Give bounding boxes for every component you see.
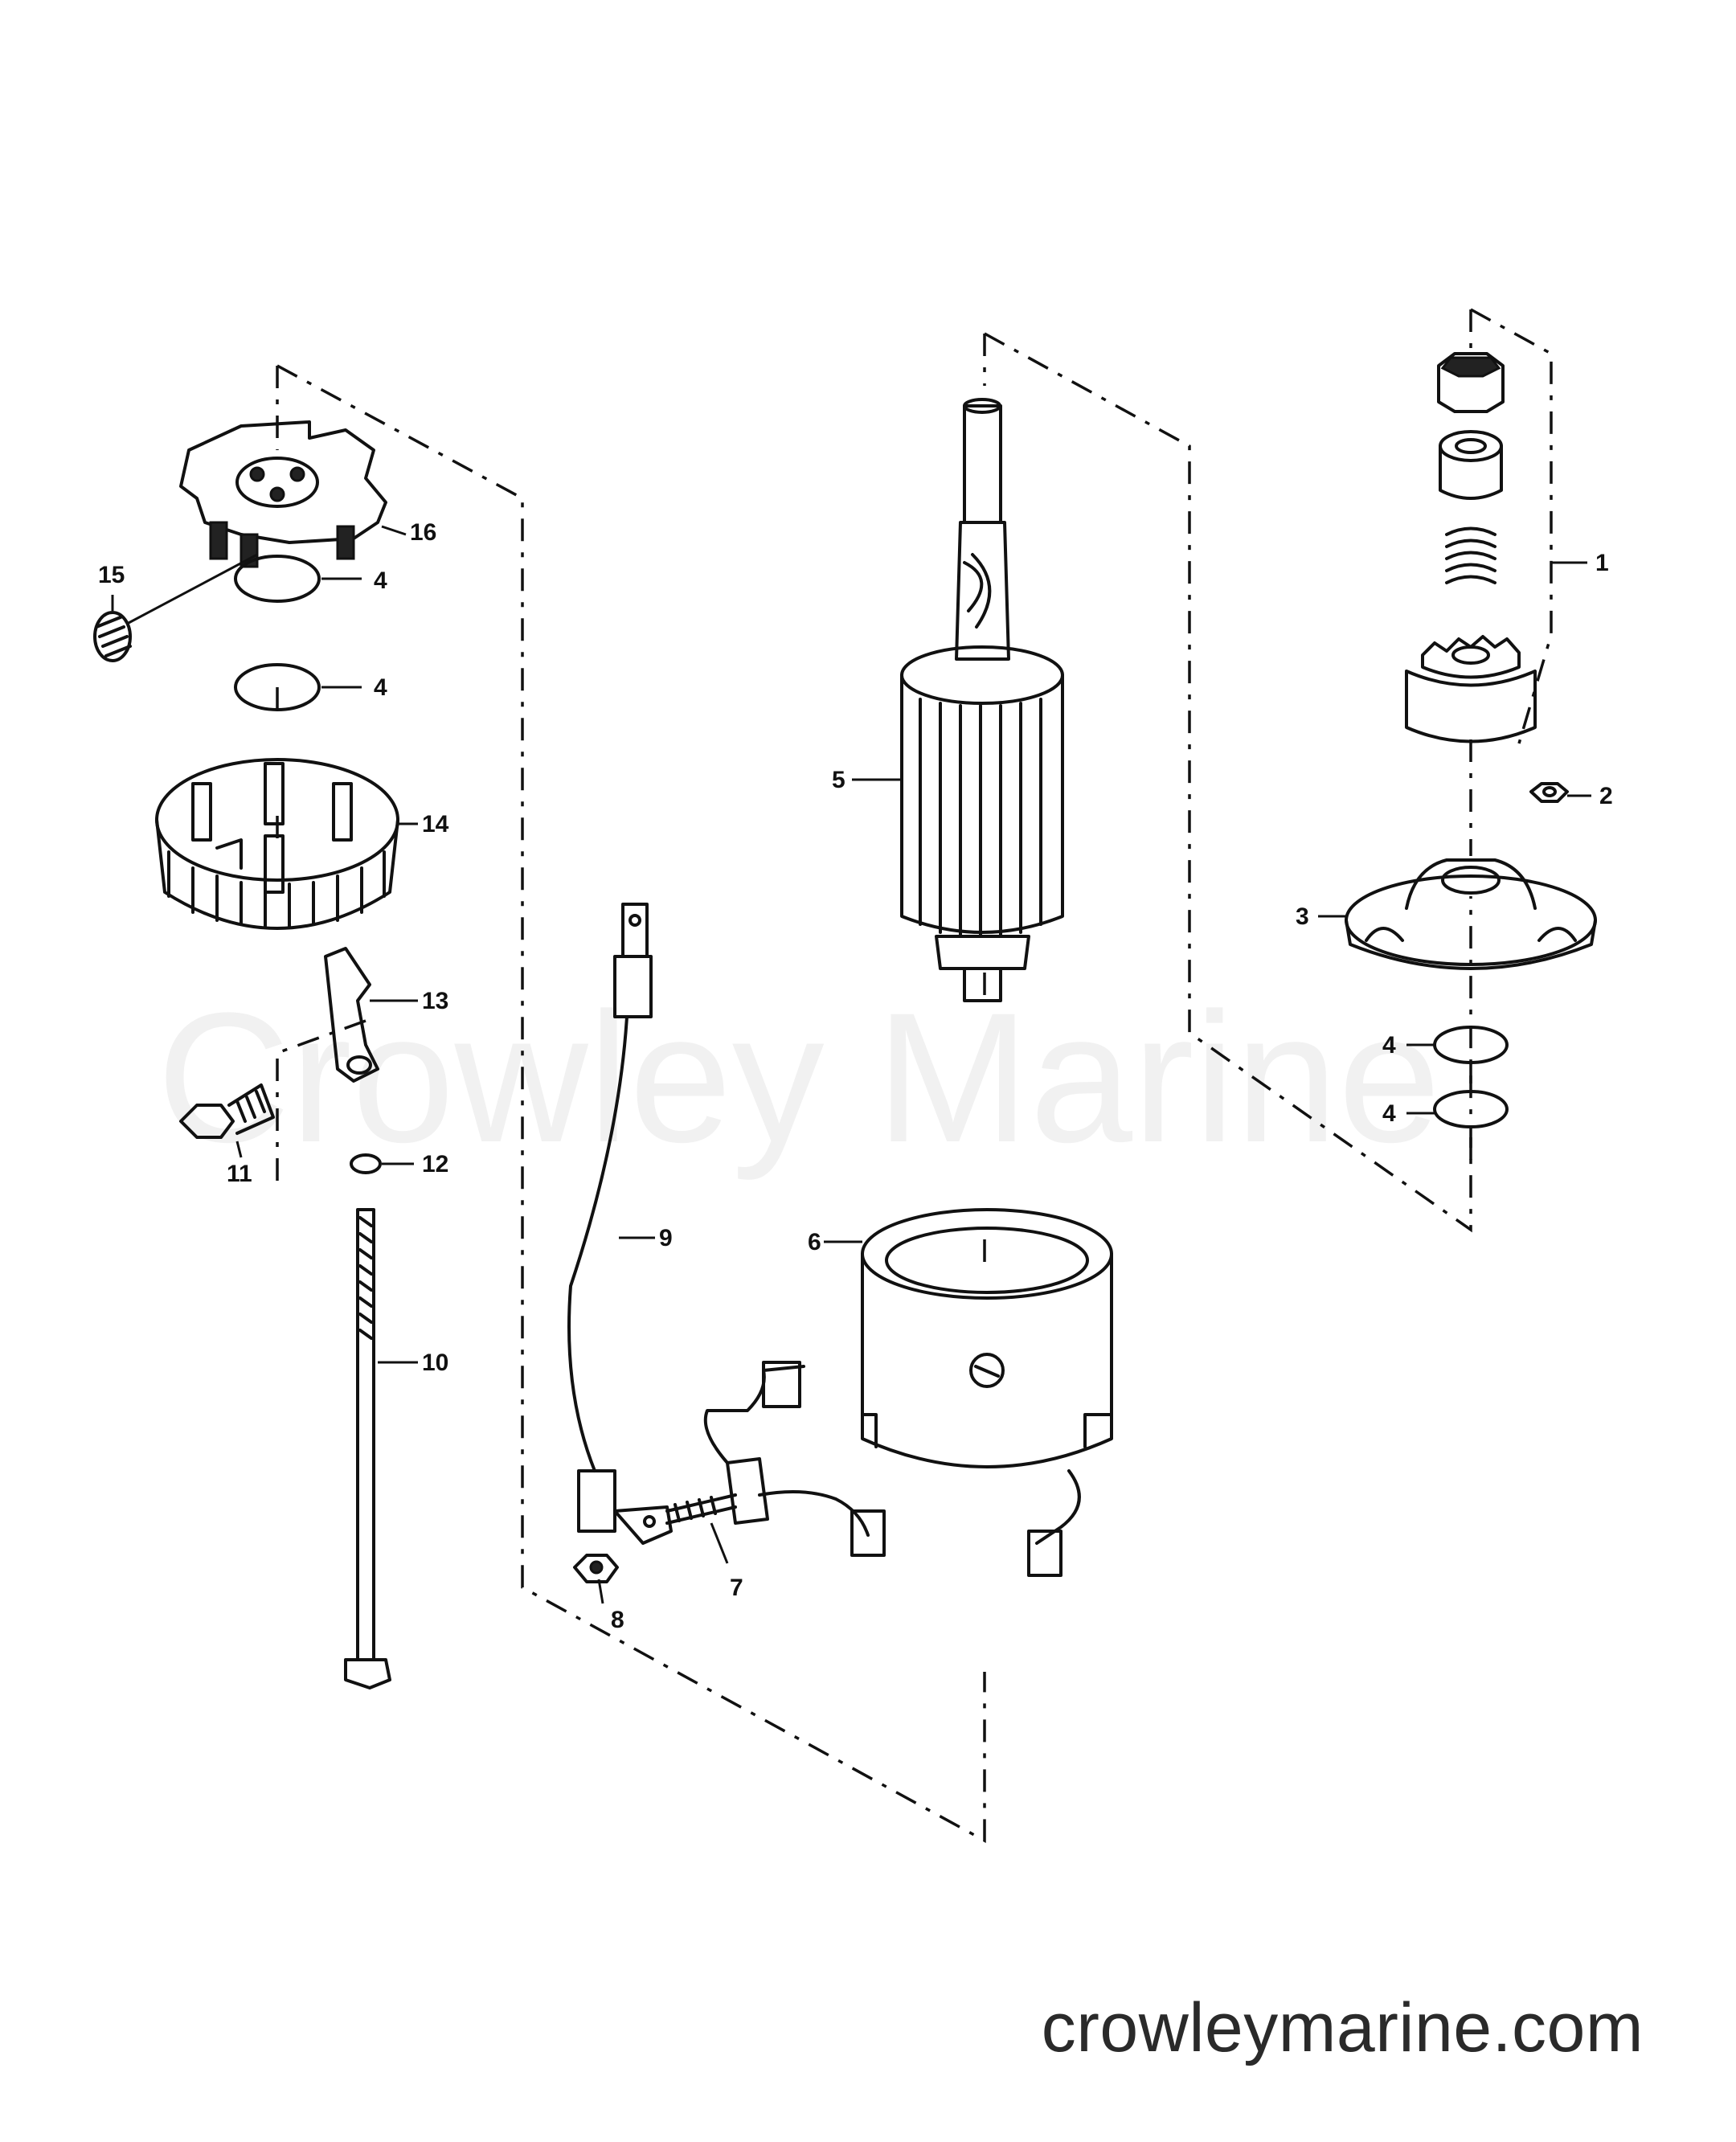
part-2-nut bbox=[1529, 782, 1569, 803]
part-15-spring bbox=[93, 611, 132, 662]
part-14-end-cap bbox=[155, 758, 399, 930]
callout-4-d: 4 bbox=[1382, 1100, 1396, 1127]
callout-15: 15 bbox=[98, 562, 125, 588]
callout-4-c: 4 bbox=[1382, 1032, 1396, 1059]
part-16-brush-plate bbox=[179, 420, 387, 568]
callout-12: 12 bbox=[422, 1151, 448, 1177]
part-1-drive-nut bbox=[1437, 352, 1505, 413]
part-8-nut bbox=[573, 1554, 619, 1583]
part-3-drive-end-head bbox=[1345, 858, 1597, 970]
callout-7: 7 bbox=[730, 1575, 743, 1601]
callout-14: 14 bbox=[422, 811, 449, 838]
part-10-through-bolt bbox=[344, 1208, 391, 1689]
watermark-text: Crowley Marine bbox=[157, 974, 1441, 1181]
callout-16: 16 bbox=[410, 519, 436, 546]
part-6-field-frame bbox=[861, 1208, 1113, 1468]
callout-labels: 1 2 3 4 4 4 4 5 6 7 8 9 10 11 12 13 14 1… bbox=[98, 519, 1613, 1633]
part-7-brush-set bbox=[665, 1361, 1081, 1577]
part-13-brush-arm bbox=[324, 947, 379, 1083]
part-1-pinion-gear bbox=[1405, 635, 1537, 743]
callout-6: 6 bbox=[808, 1229, 821, 1255]
part-4-washer-lower bbox=[234, 663, 321, 711]
callout-9: 9 bbox=[659, 1225, 673, 1251]
callout-13: 13 bbox=[422, 988, 448, 1014]
part-12-washer bbox=[350, 1153, 382, 1174]
callout-leader-lines bbox=[111, 525, 1591, 1604]
callout-3: 3 bbox=[1296, 903, 1309, 930]
part-9-lead-wire bbox=[567, 903, 673, 1545]
part-5-armature bbox=[900, 398, 1064, 1002]
part-1-drive-spring bbox=[1445, 526, 1496, 584]
callout-2: 2 bbox=[1599, 783, 1613, 809]
part-4-washer-upper bbox=[234, 555, 321, 603]
part-11-bolt bbox=[179, 1083, 275, 1139]
part-4-washer-right-lower bbox=[1433, 1090, 1509, 1128]
callout-11: 11 bbox=[227, 1161, 252, 1187]
callout-5: 5 bbox=[832, 767, 845, 793]
callout-10: 10 bbox=[422, 1350, 448, 1376]
callout-4-b: 4 bbox=[374, 674, 387, 701]
assembly-guide-lines bbox=[276, 308, 1553, 1843]
callout-4-a: 4 bbox=[374, 567, 387, 594]
part-1-drive-collar bbox=[1439, 430, 1503, 500]
website-footer-text: crowleymarine.com bbox=[1041, 1989, 1644, 2066]
callout-8: 8 bbox=[611, 1607, 624, 1633]
callout-1: 1 bbox=[1595, 550, 1609, 576]
